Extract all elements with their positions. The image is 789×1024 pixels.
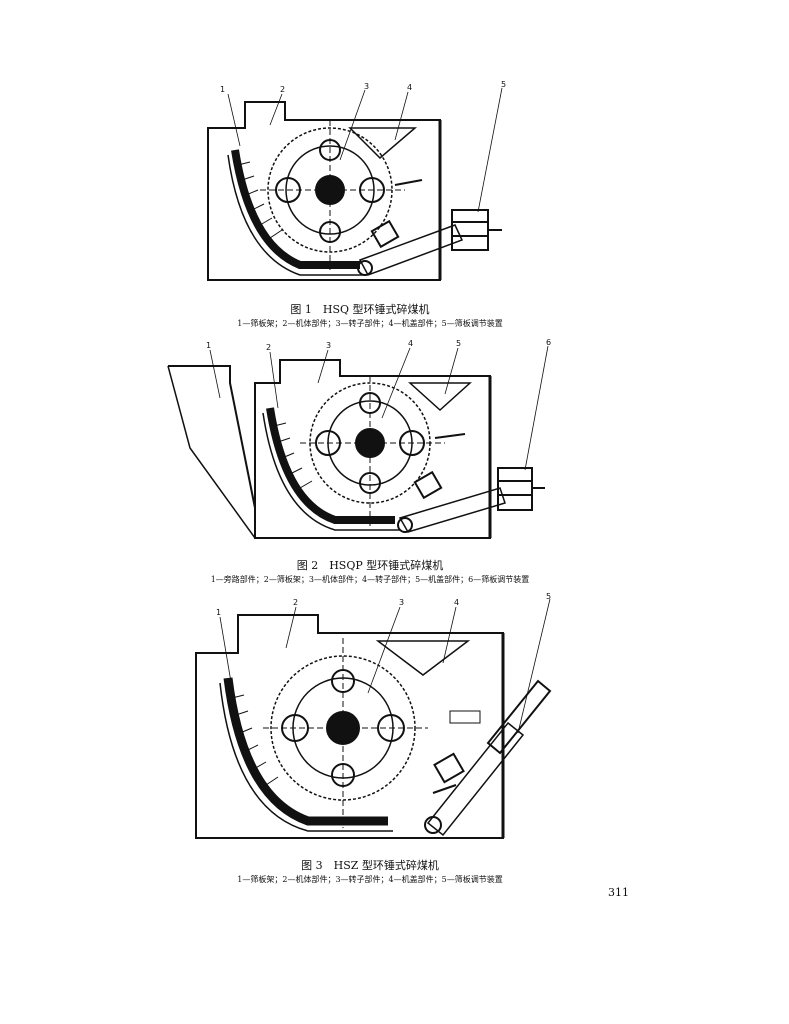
crusher-hydraulic-adjust-cross-section-icon: 1 2 3 4 5	[195, 593, 552, 839]
figure-1-caption: 图 1 HSQ 型环锤式碎煤机	[290, 303, 430, 316]
crusher-cross-section-icon: 1 2 3 4 5	[207, 80, 506, 281]
fig3-callout-1: 1	[216, 608, 221, 617]
page-number: 311	[608, 886, 629, 899]
figure-2-drawing: 1 2 3 4 5 6	[160, 338, 560, 548]
crusher-with-bypass-cross-section-icon: 1 2 3 4 5 6	[167, 338, 551, 539]
fig1-callout-3: 3	[364, 82, 369, 91]
fig1-callout-5: 5	[501, 80, 506, 89]
figure-3-legend: 1—筛板架；2—机体部件；3—转子部件；4—机盖部件；5—筛板调节装置	[237, 875, 503, 884]
fig2-callout-1: 1	[206, 341, 211, 350]
fig2-callout-3: 3	[326, 341, 331, 350]
fig1-callout-1: 1	[220, 85, 225, 94]
fig3-callout-4: 4	[454, 598, 459, 607]
fig3-callout-2: 2	[293, 598, 298, 607]
fig2-callout-6: 6	[546, 338, 551, 347]
fig3-callout-3: 3	[399, 598, 404, 607]
figure-2-caption: 图 2 HSQP 型环锤式碎煤机	[296, 559, 444, 572]
figure-3-drawing: 1 2 3 4 5	[188, 593, 558, 848]
fig3-callout-5: 5	[546, 593, 551, 601]
fig2-callout-2: 2	[266, 343, 271, 352]
figure-3-caption: 图 3 HSZ 型环锤式碎煤机	[301, 859, 439, 872]
fig1-callout-2: 2	[280, 85, 285, 94]
figure-1-legend: 1—筛板架；2—机体部件；3—转子部件；4—机盖部件；5—筛板调节装置	[237, 319, 503, 328]
fig2-callout-4: 4	[408, 339, 413, 348]
figure-2-legend: 1—旁路部件；2—筛板架；3—机体部件；4—转子部件；5—机盖部件；6—筛板调节…	[210, 575, 530, 584]
fig1-callout-4: 4	[407, 83, 412, 92]
figure-1-drawing: 1 2 3 4 5	[190, 80, 530, 295]
fig2-callout-5: 5	[456, 339, 461, 348]
